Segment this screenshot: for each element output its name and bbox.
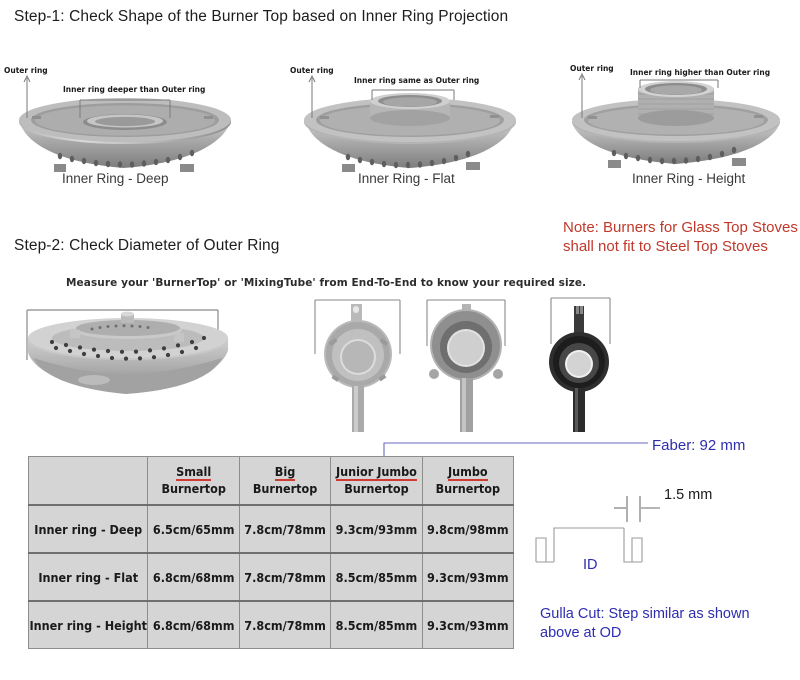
burner-top-deep-photo: [19, 74, 231, 172]
gulla-cut-diagram: [528, 478, 688, 588]
inner-diameter-label: ID: [583, 557, 598, 573]
cell-height-small: 6.8cm/68mm: [147, 600, 240, 649]
burner-caption-flat: Inner Ring - Flat: [358, 171, 455, 186]
mixing-tube-photo-2: [420, 292, 520, 432]
burnertop-size-table: Small Burnertop Big Burnertop Junior Jum…: [27, 456, 515, 649]
burner-top-flat-photo: [304, 74, 516, 172]
inner-ring-label: Inner ring higher than Outer ring: [630, 68, 771, 77]
measure-instruction: Measure your 'BurnerTop' or 'MixingTube'…: [66, 277, 587, 289]
step-thickness-label: 1.5 mm: [664, 487, 713, 503]
mixing-tube-dark-photo: [549, 297, 611, 432]
table-row: Inner ring - Deep 6.5cm/65mm 7.8cm/78mm …: [27, 505, 515, 554]
outer-ring-label: Outer ring: [570, 64, 614, 73]
step-profile-drawing: [535, 496, 660, 563]
table-col-jumbo-bottom: Burnertop: [435, 481, 501, 496]
burner-figure-deep: Outer ring Inner ring deeper than Outer …: [2, 60, 274, 190]
mixing-tube-medium-photo: [426, 299, 506, 432]
step1-heading: Step-1: Check Shape of the Burner Top ba…: [14, 8, 509, 25]
gulla-cut-note: Gulla Cut: Step similar as shown above a…: [540, 606, 750, 641]
table-col-jumbo: Jumbo Burnertop: [421, 456, 515, 506]
cell-flat-big: 7.8cm/78mm: [238, 552, 332, 602]
table-col-small: Small Burnertop: [147, 456, 240, 506]
mixing-tube-photo-3: [548, 292, 638, 432]
outer-ring-label: Outer ring: [290, 66, 334, 75]
cell-deep-big: 7.8cm/78mm: [238, 505, 332, 554]
mixing-tube-photo-1: [310, 292, 410, 432]
cell-deep-junior-jumbo: 9.3cm/93mm: [330, 505, 423, 554]
table-body: Inner ring - Deep 6.5cm/65mm 7.8cm/78mm …: [27, 505, 515, 649]
cell-height-big: 7.8cm/78mm: [238, 600, 332, 649]
table-corner-cell: [27, 456, 149, 506]
table-col-small-bottom: Burnertop: [161, 481, 226, 496]
row-label-height: Inner ring - Height: [27, 600, 149, 649]
burner-caption-height: Inner Ring - Height: [632, 171, 746, 186]
table-header-row: Small Burnertop Big Burnertop Junior Jum…: [27, 456, 515, 506]
step2-heading: Step-2: Check Diameter of Outer Ring: [14, 237, 280, 254]
row-label-deep: Inner ring - Deep: [27, 505, 149, 554]
table-col-junior-jumbo: Junior Jumbo Burnertop: [330, 456, 423, 506]
mixing-tube-light-photo: [314, 299, 401, 432]
table-header: Small Burnertop Big Burnertop Junior Jum…: [27, 456, 515, 506]
table-row: Inner ring - Flat 6.8cm/68mm 7.8cm/78mm …: [27, 552, 515, 602]
cell-flat-junior-jumbo: 8.5cm/85mm: [330, 552, 423, 602]
table-col-big-bottom: Burnertop: [252, 481, 318, 496]
glass-top-note: Note: Burners for Glass Top Stoves shall…: [563, 219, 798, 255]
table-col-jumbo-top: Jumbo: [447, 464, 488, 481]
table-col-junior-jumbo-bottom: Burnertop: [344, 481, 409, 496]
table-col-big-top: Big: [274, 464, 296, 481]
burner-figure-flat: Outer ring Inner ring same as Outer ring: [284, 60, 556, 190]
outer-ring-label: Outer ring: [4, 66, 48, 75]
table-row: Inner ring - Height 6.8cm/68mm 7.8cm/78m…: [27, 600, 515, 649]
inner-ring-label: Inner ring same as Outer ring: [354, 76, 480, 85]
burner-top-photo: [14, 300, 304, 405]
burner-top-perforated-photo: [26, 309, 228, 394]
cell-height-jumbo: 9.3cm/93mm: [421, 600, 515, 649]
faber-leader-line: [382, 438, 650, 458]
table-col-small-top: Small: [176, 464, 212, 481]
table-col-junior-jumbo-top: Junior Jumbo: [335, 464, 417, 481]
burner-top-height-photo: [572, 72, 780, 168]
burner-caption-deep: Inner Ring - Deep: [62, 171, 169, 186]
cell-deep-small: 6.5cm/65mm: [147, 505, 240, 554]
table-col-big: Big Burnertop: [238, 456, 332, 506]
cell-deep-jumbo: 9.8cm/98mm: [421, 505, 515, 554]
burner-figure-height: Outer ring Inner ring higher than Outer …: [556, 60, 800, 190]
cell-height-junior-jumbo: 8.5cm/85mm: [330, 600, 423, 649]
row-label-flat: Inner ring - Flat: [27, 552, 149, 602]
cell-flat-small: 6.8cm/68mm: [147, 552, 240, 602]
faber-annotation: Faber: 92 mm: [652, 437, 746, 454]
inner-ring-label: Inner ring deeper than Outer ring: [63, 85, 206, 94]
cell-flat-jumbo: 9.3cm/93mm: [421, 552, 515, 602]
